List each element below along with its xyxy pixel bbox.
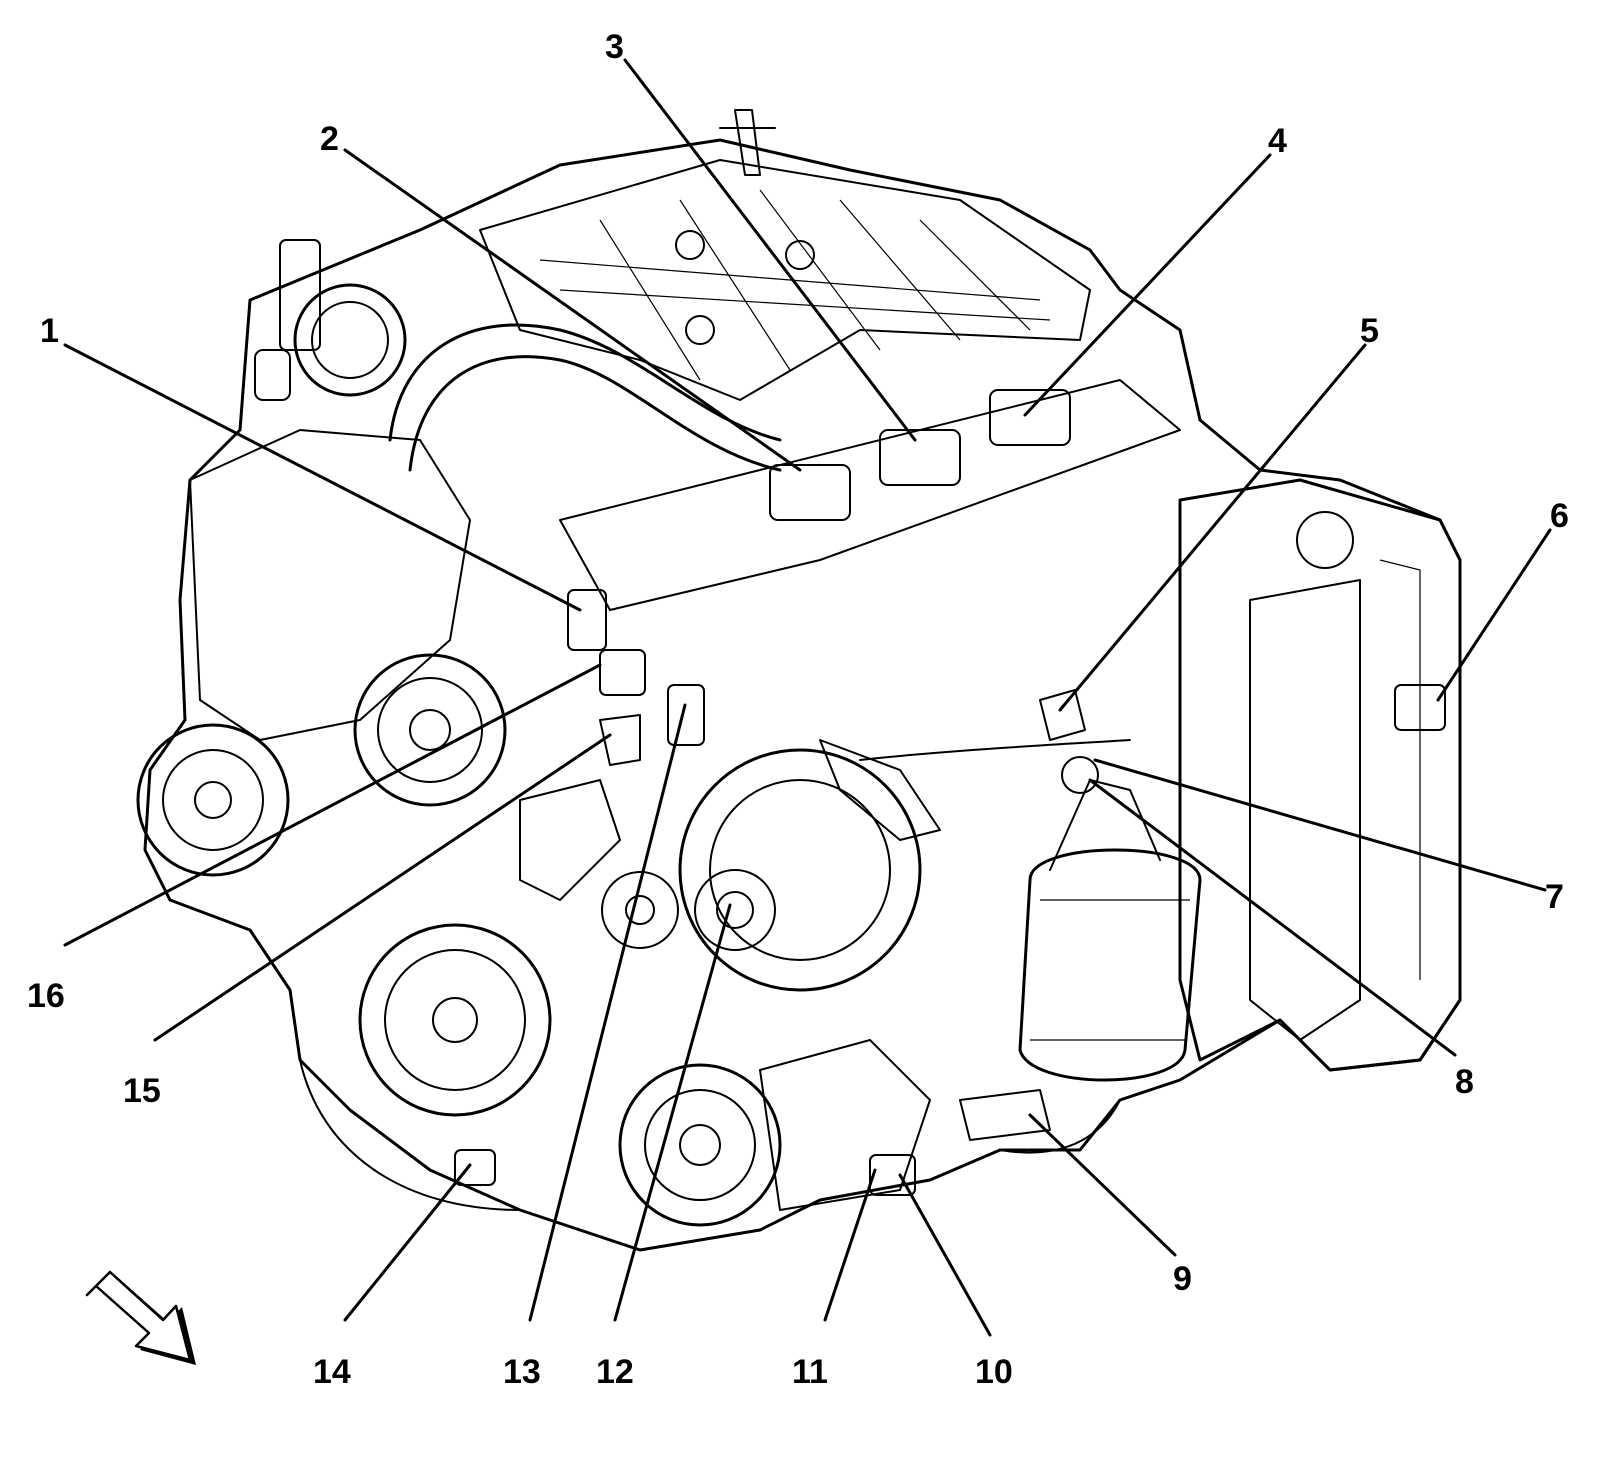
callout-5: 5 — [1360, 312, 1379, 350]
leader-lines — [63, 58, 1552, 1337]
leader-line-12 — [613, 903, 732, 1322]
leader-line-16 — [63, 663, 602, 947]
leader-line-5 — [1058, 343, 1367, 712]
callout-7: 7 — [1545, 878, 1564, 916]
leader-line-7 — [1093, 758, 1547, 892]
callout-14: 14 — [313, 1353, 351, 1391]
callout-8: 8 — [1455, 1063, 1474, 1101]
view-direction-arrow-icon — [85, 1270, 196, 1365]
callout-13: 13 — [503, 1353, 541, 1391]
callout-16: 16 — [27, 977, 65, 1015]
leader-line-2 — [343, 148, 802, 472]
callout-15: 15 — [123, 1072, 161, 1110]
leader-line-9 — [1028, 1113, 1177, 1257]
leader-line-4 — [1023, 153, 1272, 417]
callout-12: 12 — [596, 1353, 634, 1391]
leader-line-14 — [343, 1163, 472, 1322]
leader-line-3 — [623, 58, 917, 442]
leader-line-15 — [153, 733, 612, 1042]
callout-10: 10 — [975, 1353, 1013, 1391]
callout-2: 2 — [320, 120, 339, 158]
callout-6: 6 — [1550, 497, 1569, 535]
callout-4: 4 — [1268, 122, 1287, 160]
leader-line-1 — [63, 343, 582, 612]
leader-line-8 — [1088, 778, 1457, 1057]
leader-line-10 — [898, 1173, 992, 1337]
callout-9: 9 — [1173, 1260, 1192, 1298]
callout-1: 1 — [40, 312, 59, 350]
leader-line-11 — [823, 1168, 877, 1322]
leader-line-13 — [528, 703, 687, 1322]
callout-11: 11 — [792, 1353, 828, 1391]
leader-line-6 — [1436, 528, 1552, 702]
callout-3: 3 — [605, 28, 624, 66]
engine-illustration — [136, 109, 1462, 1252]
callout-labels: 1 2 3 4 5 6 7 8 9 10 11 12 13 14 15 16 — [27, 28, 1569, 1391]
